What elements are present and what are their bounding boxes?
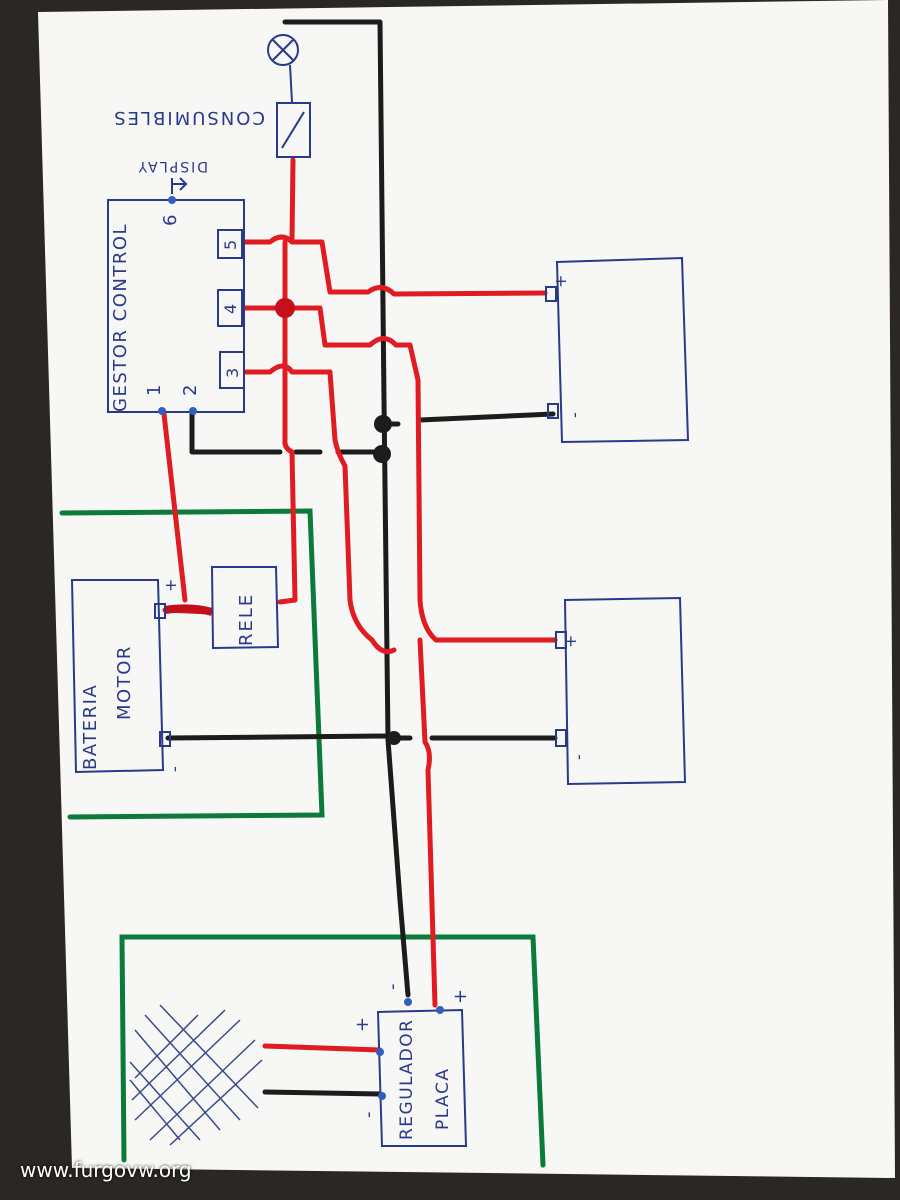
regulator-minus-label: - — [382, 984, 403, 991]
battery-1-plus-label: + — [551, 275, 570, 288]
motor-battery-minus-label: - — [165, 766, 184, 772]
relay-box: RELE — [210, 566, 280, 650]
battery-2-minus-label: - — [569, 754, 588, 760]
regulator-plus-label: + — [450, 989, 471, 1004]
motor-battery — [70, 579, 171, 774]
regulator-terminals — [376, 998, 444, 1100]
positive-wire-consumibles — [289, 157, 296, 243]
gestor-control-box: GESTOR CONTROL 5 4 3 6 1 2 — [107, 199, 245, 413]
gestor-control-label: GESTOR CONTROL — [110, 223, 131, 412]
panel-plus-label: + — [352, 1017, 373, 1032]
rele-label: RELE — [236, 593, 257, 646]
display-arrow-icon — [171, 177, 188, 194]
pin-2-label: 2 — [180, 385, 201, 396]
positive-wire-gestor-4 — [241, 305, 558, 643]
negative-wire-motor-battery — [165, 733, 391, 741]
fuse-icon — [276, 102, 311, 158]
watermark: www.furgovw.org — [20, 1158, 192, 1182]
motor-battery-plus-label: + — [161, 579, 180, 592]
pin-5-label: 5 — [221, 240, 240, 250]
battery-1-minus-label: - — [565, 412, 584, 418]
pin-4-label: 4 — [221, 304, 240, 314]
negative-junctions — [373, 415, 401, 745]
pin-6-label: 6 — [160, 215, 181, 226]
negative-main-bus — [282, 19, 411, 998]
positive-wire-gestor-1 — [161, 411, 188, 603]
motor-label: MOTOR — [114, 645, 135, 720]
positive-wire-regulator — [417, 637, 438, 1008]
relay-input-mark — [164, 604, 214, 616]
positive-wire-gestor-5 — [241, 234, 548, 297]
positive-wire-gestor-3 — [243, 363, 397, 655]
paper-sheet — [38, 0, 895, 1178]
auxiliary-battery-2 — [555, 596, 687, 786]
positive-junction — [275, 298, 295, 318]
regulador-label: REGULADOR — [397, 1019, 417, 1140]
negative-wire-gestor-2 — [189, 409, 283, 455]
ground-frame-panel — [119, 934, 546, 1168]
regulator-box: REGULADOR PLACA — [376, 1008, 468, 1147]
pin-3-label: 3 — [223, 368, 242, 378]
ground-frame-motor — [59, 508, 325, 820]
bateria-label: BATERIA — [80, 684, 101, 770]
display-label: DISPLAY — [137, 158, 208, 174]
battery-2-plus-label: + — [561, 635, 580, 648]
placa-label: PLACA — [433, 1068, 453, 1130]
gestor-terminals — [158, 196, 197, 415]
positive-wiring — [161, 157, 558, 1053]
solar-panel-icon — [129, 1004, 263, 1146]
consumibles-label: CONSUMIBLES — [112, 107, 265, 128]
negative-wire-panel — [262, 1089, 383, 1097]
positive-wire-panel — [262, 1043, 383, 1053]
lamp-icon — [267, 34, 299, 103]
panel-minus-label: - — [358, 1112, 379, 1119]
auxiliary-battery-1 — [545, 256, 690, 444]
pin-1-label: 1 — [144, 385, 165, 396]
